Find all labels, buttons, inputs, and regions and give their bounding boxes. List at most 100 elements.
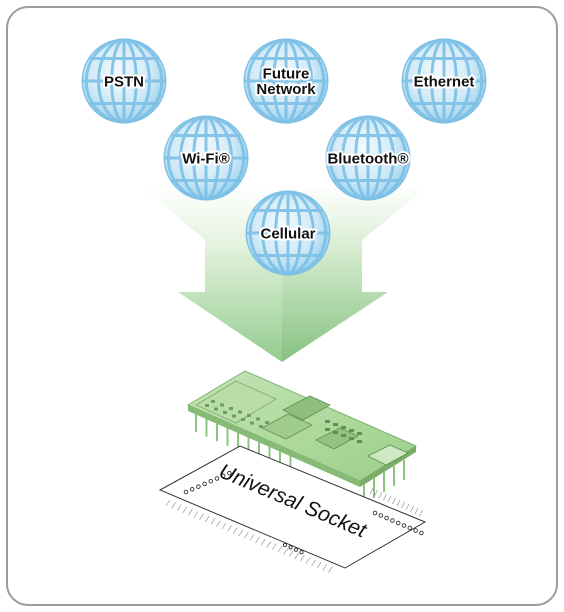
globe-grid	[247, 190, 329, 276]
pin-label-mark	[305, 557, 311, 564]
socket-hole	[196, 484, 201, 489]
pin-label-mark	[311, 559, 316, 566]
pin-label-mark	[221, 522, 227, 530]
network-bluetooth: Bluetooth®	[325, 115, 411, 201]
socket-pin-labels	[165, 487, 423, 573]
pin-label-mark	[188, 509, 193, 516]
pin-label-mark	[283, 548, 288, 555]
pin-label-mark	[374, 489, 378, 497]
board-chip	[220, 403, 224, 407]
pin-label-mark	[266, 541, 272, 548]
network-ethernet: Ethernet	[401, 38, 487, 124]
board-components	[205, 400, 362, 443]
pin-label-mark	[328, 566, 333, 573]
pin-label-mark	[410, 505, 414, 513]
network-label: Ethernet	[414, 73, 475, 90]
pin-label-mark	[322, 564, 328, 571]
network-cellular: Cellular	[245, 190, 331, 276]
board-chip	[238, 410, 242, 414]
pin-label-mark	[383, 493, 387, 501]
socket-hole	[282, 542, 288, 548]
socket-hole	[407, 525, 413, 531]
pin-label-mark	[405, 503, 410, 511]
pin-label-mark	[288, 550, 294, 557]
board-chip	[349, 437, 354, 440]
network-label: Wi-Fi®	[182, 150, 230, 167]
globe-grid	[165, 115, 247, 201]
socket-hole	[413, 528, 418, 533]
socket-hole	[208, 478, 214, 484]
network-label: Cellular	[260, 225, 315, 242]
pin-label-mark	[300, 555, 305, 562]
pin-label-mark	[392, 497, 396, 505]
pin-label-mark	[182, 506, 188, 514]
pin-label-mark	[419, 509, 423, 517]
pin-label-mark	[216, 520, 221, 527]
board-chip	[341, 434, 346, 437]
pin-label-mark	[193, 511, 199, 518]
socket-hole	[299, 550, 304, 555]
socket-holes	[183, 470, 424, 555]
socket-hole	[390, 518, 395, 523]
board-chip	[211, 400, 215, 403]
network-pstn: PSTN	[81, 38, 167, 124]
socket-hole	[202, 481, 207, 487]
pin-label-mark	[277, 545, 283, 553]
socket-hole	[183, 489, 189, 495]
socket-hole	[395, 520, 401, 526]
pin-label-mark	[387, 495, 392, 503]
board-chip	[333, 423, 338, 426]
board-chip	[265, 421, 269, 424]
network-label: Network	[256, 81, 316, 98]
board-chip	[341, 426, 346, 429]
network-label: PSTN	[104, 73, 144, 90]
pin-label-mark	[176, 504, 182, 511]
pin-label-mark	[369, 487, 374, 495]
module-board	[186, 370, 418, 504]
board-chip	[256, 417, 260, 421]
pin-label-mark	[244, 532, 249, 539]
board-chip	[259, 425, 263, 428]
board-chip	[229, 407, 233, 410]
network-label: Bluetooth®	[327, 150, 408, 167]
socket-hole	[189, 487, 195, 492]
board-chip	[349, 429, 354, 432]
pin-label-mark	[199, 513, 204, 520]
socket-hole	[378, 513, 384, 518]
pin-label-mark	[171, 502, 176, 509]
pin-label-mark	[165, 499, 171, 507]
network-label: Future	[263, 65, 310, 82]
socket-hole	[401, 523, 407, 528]
socket-hole	[293, 547, 299, 552]
socket-hole	[419, 530, 424, 536]
board-chip	[333, 431, 338, 434]
pin-label-mark	[255, 536, 260, 543]
pin-label-mark	[401, 501, 405, 509]
pin-label-mark	[204, 515, 210, 523]
socket-hole	[227, 470, 232, 476]
board-chip	[214, 407, 218, 411]
socket-hole	[288, 545, 293, 550]
board-chip	[223, 411, 227, 414]
pin-label-mark	[316, 561, 322, 569]
board-chip	[325, 428, 330, 431]
globe-grid	[403, 38, 485, 124]
board-chip	[232, 414, 236, 418]
pin-label-mark	[414, 507, 419, 515]
board-chip	[357, 440, 362, 443]
globe-grid	[83, 38, 165, 124]
socket-hole	[372, 510, 378, 516]
board-chip	[247, 414, 251, 417]
pin-label-mark	[272, 543, 277, 550]
pin-label-mark	[249, 534, 255, 541]
globe-grid	[245, 38, 327, 124]
pin-label-mark	[294, 552, 300, 560]
pin-label-mark	[396, 499, 401, 507]
pin-label-mark	[260, 538, 266, 546]
board-chip	[357, 432, 362, 435]
board-chip	[325, 420, 330, 423]
socket-hole	[214, 476, 220, 481]
